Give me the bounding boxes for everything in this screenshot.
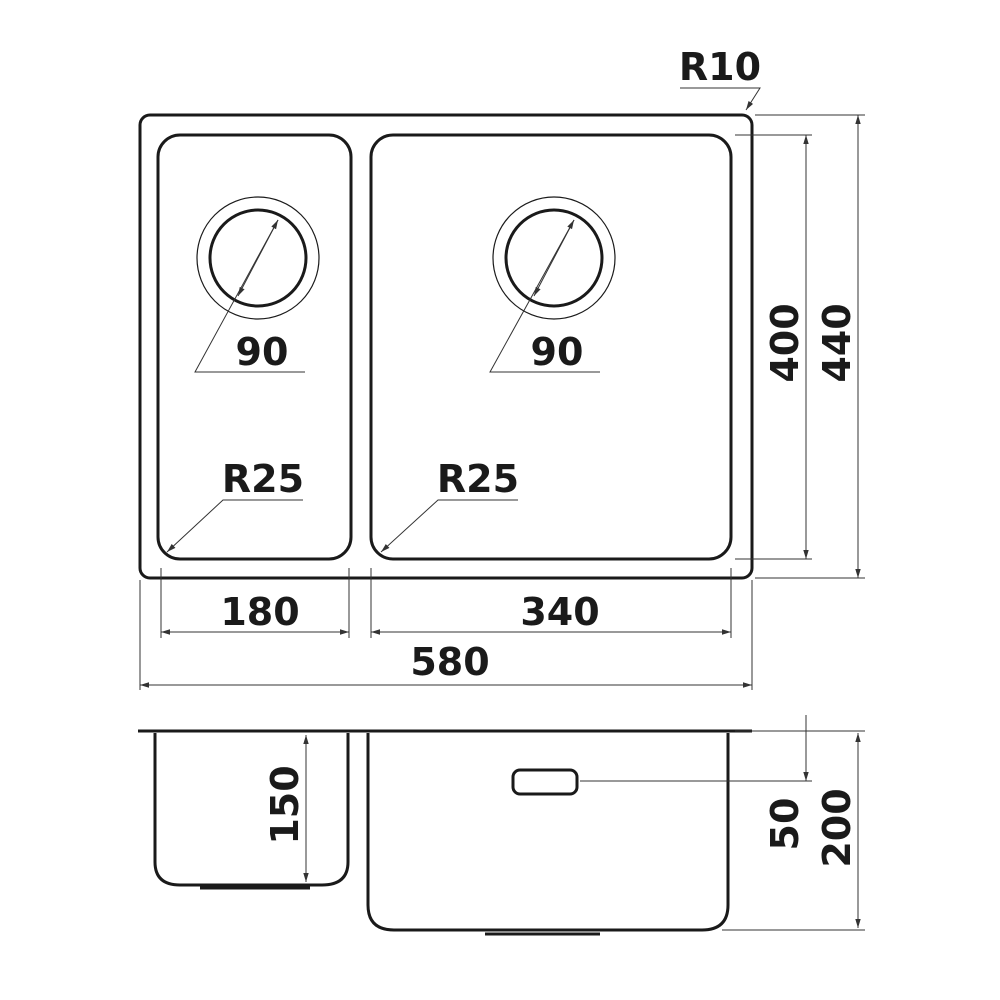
small-bowl-outline [156, 133, 353, 561]
sink-outer-rim [138, 113, 754, 580]
large-bowl-width-label: 340 [520, 590, 599, 634]
small-drain-label: 90 [236, 330, 289, 374]
small-radius-label: R25 [222, 457, 304, 501]
large-bowl-outline [369, 133, 733, 561]
small-drain-icon [196, 196, 320, 320]
large-drain-label: 90 [531, 330, 584, 374]
outer-radius-leader [680, 87, 761, 111]
side-view: 150 50 200 [138, 715, 865, 936]
outer-height-label: 440 [815, 303, 859, 382]
large-radius-label: R25 [437, 457, 519, 501]
large-bowl-profile [366, 733, 730, 932]
large-bowl-depth-label: 200 [815, 788, 859, 867]
small-drain-leader [194, 219, 305, 373]
small-radius-leader [166, 499, 303, 553]
large-drain-diameter-line [533, 219, 575, 297]
large-drain-icon [492, 196, 616, 320]
inner-height-label: 400 [763, 303, 807, 382]
small-bowl-depth-label: 150 [263, 765, 307, 844]
large-drain-leader [489, 219, 600, 373]
small-bowl-width-label: 180 [220, 590, 299, 634]
overflow-slot [511, 768, 579, 796]
overflow-height-label: 50 [763, 798, 807, 851]
top-view: 90 90 R25 R25 R10 180 340 580 400 440 [138, 45, 865, 690]
outer-radius-label: R10 [679, 45, 761, 89]
small-bowl-profile [153, 733, 350, 887]
small-drain-diameter-line [237, 219, 279, 297]
large-radius-leader [380, 499, 518, 553]
total-width-label: 580 [410, 640, 489, 684]
